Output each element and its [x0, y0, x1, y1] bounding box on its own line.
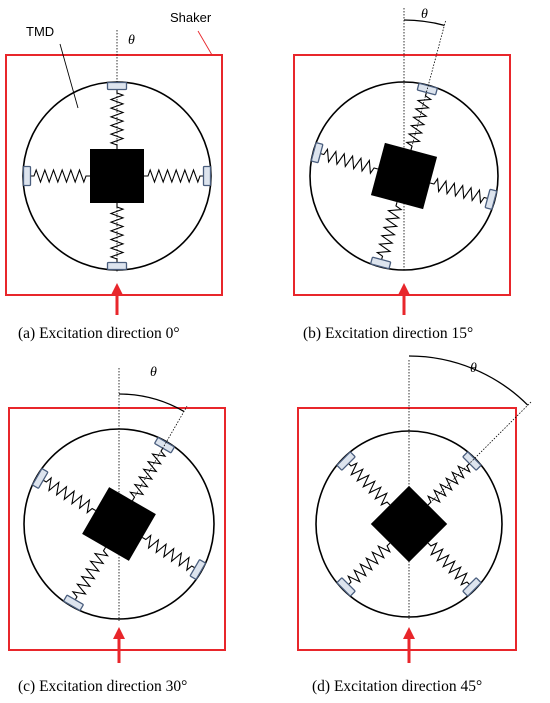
theta-label: θ — [150, 365, 157, 380]
panel-c: θ (c) Excitation direction 30° — [8, 365, 226, 695]
shaker-leader-line — [197, 30, 213, 56]
excitation-arrow-head — [398, 283, 410, 295]
spring-arm — [427, 451, 482, 506]
spring-arm — [144, 165, 212, 187]
spring-arm — [106, 203, 128, 271]
caption-b: (b) Excitation direction 15° — [303, 325, 473, 342]
tmd-mass — [90, 149, 144, 203]
excitation-arrow-head — [403, 627, 415, 639]
spring — [347, 462, 391, 506]
tmd-assembly — [32, 437, 206, 611]
spring-mount — [189, 559, 206, 580]
spring-mount — [336, 577, 356, 597]
excitation-arrow-head — [111, 283, 123, 295]
tmd-housing-circle — [315, 430, 503, 618]
annotations: TMD Shaker — [26, 10, 213, 109]
spring-arm — [370, 201, 403, 270]
spring — [109, 89, 125, 149]
spring — [375, 201, 403, 261]
spring-mount — [416, 82, 438, 96]
theta-label: θ — [128, 33, 135, 48]
spring — [347, 542, 391, 586]
spring-mount — [22, 165, 32, 187]
spring-mount — [484, 188, 498, 210]
spring-mount — [32, 468, 49, 489]
spring-arm — [310, 142, 379, 175]
excitation-arrow-head — [113, 627, 125, 639]
rotated-axis — [408, 400, 533, 525]
spring-arm — [336, 542, 391, 597]
spring-mount — [202, 165, 212, 187]
caption-a: (a) Excitation direction 0° — [18, 325, 180, 342]
theta-label: θ — [421, 7, 428, 22]
spring-mount — [106, 81, 128, 91]
spring-arm — [429, 177, 498, 210]
spring-arm — [22, 165, 90, 187]
shaker-label: Shaker — [170, 10, 212, 25]
caption-d: (d) Excitation direction 45° — [312, 678, 482, 695]
theta-arc — [408, 355, 529, 406]
spring — [429, 177, 489, 205]
spring-mount — [63, 594, 84, 611]
theta-arc — [403, 19, 445, 26]
tmd-leader-line — [59, 43, 79, 109]
spring-mount — [370, 256, 392, 270]
rotated-axis — [403, 19, 447, 177]
spring-arm — [63, 547, 109, 611]
spring — [427, 462, 471, 506]
spring-arm — [427, 542, 482, 597]
spring-arm — [106, 81, 128, 149]
spring — [30, 168, 90, 184]
spring-mount — [310, 142, 324, 164]
spring — [42, 476, 96, 514]
theta-arc — [118, 393, 185, 412]
panel-d: θ (d) Excitation direction 45° — [297, 355, 533, 695]
spring-arm — [32, 468, 96, 514]
spring — [142, 534, 196, 572]
spring-mount — [336, 451, 356, 471]
spring — [427, 542, 471, 586]
spring-mount — [462, 451, 482, 471]
spring-mount — [462, 577, 482, 597]
spring-arm — [142, 534, 206, 580]
caption-c: (c) Excitation direction 30° — [18, 678, 187, 695]
tmd-label: TMD — [26, 24, 54, 39]
spring — [144, 168, 204, 184]
panel-a: θ (a) Excitation direction 0° — [5, 30, 223, 342]
spring-arm — [336, 451, 391, 506]
spring-mount — [106, 261, 128, 271]
spring — [109, 203, 125, 263]
tmd-assembly — [22, 81, 212, 271]
theta-label: θ — [470, 361, 477, 376]
shaker-frame — [297, 407, 517, 651]
spring — [71, 547, 109, 601]
panel-b: θ (b) Excitation direction 15° — [293, 7, 511, 342]
spring — [319, 147, 379, 175]
tmd-housing-circle — [23, 428, 215, 620]
tmd-housing-circle — [309, 81, 499, 271]
shaker-frame — [8, 407, 226, 651]
